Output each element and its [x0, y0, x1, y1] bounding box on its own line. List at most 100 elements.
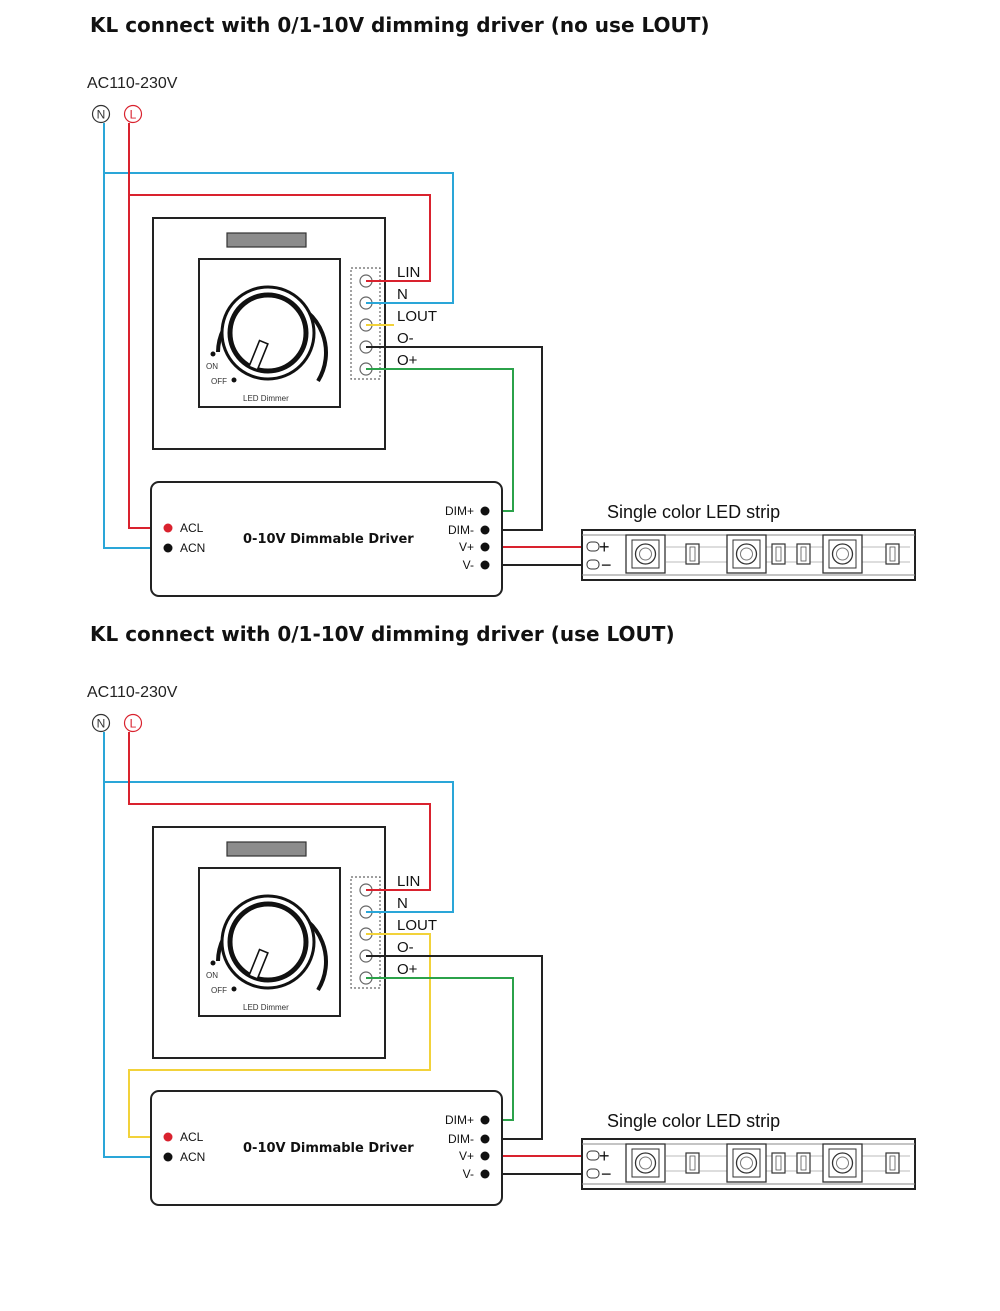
driver-box	[150, 481, 503, 597]
o-minus-wire	[366, 346, 543, 531]
live-symbol	[123, 104, 143, 124]
led-strip-label: Single color LED strip	[607, 1111, 780, 1131]
knob-pointer	[248, 948, 269, 980]
driver-acl-label: ACL	[180, 1130, 204, 1144]
dimmer-terminal-label: O+	[397, 352, 418, 369]
strip-resistor-body-0	[689, 1155, 696, 1171]
dimmer-off-label: OFF	[211, 377, 227, 386]
driver-output-label: V+	[459, 1149, 474, 1163]
lout-wire-acl	[128, 933, 431, 1138]
supply-label: AC110-230V	[87, 75, 178, 92]
wiring-diagram-1: KL connect with 0/1-10V dimming driver (…	[87, 13, 916, 597]
knob-icon	[227, 901, 309, 983]
strip-resistor-body-3	[889, 546, 896, 562]
dimmer-terminal-label: O+	[397, 961, 418, 978]
driver-output-terminal-0	[480, 1115, 490, 1125]
strip-resistor-body-2	[800, 546, 807, 562]
neutral-wire-dimmer	[104, 781, 454, 913]
led-strip-label: Single color LED strip	[607, 502, 780, 522]
strip-resistor-body-0	[689, 546, 696, 562]
driver-output-terminal-0	[480, 506, 490, 516]
dimmer-terminal-label: LIN	[397, 873, 420, 890]
strip-resistor-body-3	[889, 1155, 896, 1171]
live-symbol-label: L	[130, 717, 137, 731]
driver-acn-terminal	[163, 1152, 173, 1162]
driver-output-terminal-2	[480, 1151, 490, 1161]
driver-output-terminal-3	[480, 560, 490, 570]
knob-pointer	[248, 339, 269, 371]
neutral-symbol-label: N	[97, 108, 106, 122]
driver-acn-terminal	[163, 543, 173, 553]
supply-label: AC110-230V	[87, 684, 178, 701]
neutral-wire-acn	[103, 732, 168, 1158]
driver-output-label: DIM-	[448, 1132, 474, 1146]
neutral-symbol	[91, 713, 111, 733]
dimmer-terminal-label: O-	[397, 939, 414, 956]
dimmer-on-label: ON	[206, 362, 218, 371]
off-indicator-dot	[231, 986, 237, 992]
live-wire-lin	[128, 732, 431, 891]
driver-output-terminal-1	[480, 1134, 490, 1144]
knob-icon	[227, 292, 309, 374]
dimmer-terminal-label: LOUT	[397, 308, 437, 325]
dimmer-indicator-window	[226, 232, 307, 248]
led-die-1	[740, 1156, 753, 1170]
strip-plus-symbol: +	[599, 537, 610, 557]
strip-pad-plus	[586, 541, 600, 552]
driver-acn-label: ACN	[180, 1150, 205, 1164]
strip-plus-symbol: +	[599, 1146, 610, 1166]
o-minus-wire	[366, 955, 543, 1140]
off-indicator-dot	[231, 377, 237, 383]
strip-pad-minus	[586, 1168, 600, 1179]
neutral-symbol-label: N	[97, 717, 106, 731]
driver-output-terminal-3	[480, 1169, 490, 1179]
strip-resistor-body-2	[800, 1155, 807, 1171]
dimmer-terminal-label: LOUT	[397, 917, 437, 934]
driver-output-label: V+	[459, 540, 474, 554]
on-indicator-dot	[210, 351, 216, 357]
driver-box	[150, 1090, 503, 1206]
on-indicator-dot	[210, 960, 216, 966]
diagram-title: KL connect with 0/1-10V dimming driver (…	[90, 622, 675, 646]
driver-output-label: DIM+	[445, 504, 474, 518]
strip-resistor-body-1	[775, 546, 782, 562]
dimmer-terminal-label: O-	[397, 330, 414, 347]
dimmer-name: LED Dimmer	[243, 1003, 289, 1012]
dimmer-name: LED Dimmer	[243, 394, 289, 403]
neutral-wire-dimmer	[104, 172, 454, 304]
driver-name: 0-10V Dimmable Driver	[243, 1141, 414, 1156]
driver-name: 0-10V Dimmable Driver	[243, 532, 414, 547]
dimmer-terminal-label: LIN	[397, 264, 420, 281]
wiring-diagram-2: KL connect with 0/1-10V dimming driver (…	[87, 622, 916, 1206]
diagram-title: KL connect with 0/1-10V dimming driver (…	[90, 13, 710, 37]
dimmer-on-label: ON	[206, 971, 218, 980]
driver-output-label: V-	[463, 1167, 474, 1181]
driver-output-label: DIM-	[448, 523, 474, 537]
strip-resistor-body-1	[775, 1155, 782, 1171]
led-die-2	[836, 547, 849, 561]
driver-output-label: V-	[463, 558, 474, 572]
driver-output-terminal-1	[480, 525, 490, 535]
live-symbol-label: L	[130, 108, 137, 122]
driver-acl-terminal	[163, 1132, 173, 1142]
driver-acn-label: ACN	[180, 541, 205, 555]
driver-acl-label: ACL	[180, 521, 204, 535]
live-wire-lin	[128, 123, 431, 282]
dimmer-terminal-label: N	[397, 895, 408, 912]
dimmer-terminal-label: N	[397, 286, 408, 303]
led-die-1	[740, 547, 753, 561]
neutral-symbol	[91, 104, 111, 124]
strip-minus-symbol: −	[601, 555, 612, 575]
led-die-0	[639, 1156, 652, 1170]
driver-output-label: DIM+	[445, 1113, 474, 1127]
led-die-0	[639, 547, 652, 561]
dimmer-off-label: OFF	[211, 986, 227, 995]
strip-minus-symbol: −	[601, 1164, 612, 1184]
dimmer-indicator-window	[226, 841, 307, 857]
strip-pad-minus	[586, 559, 600, 570]
led-die-2	[836, 1156, 849, 1170]
strip-pad-plus	[586, 1150, 600, 1161]
driver-output-terminal-2	[480, 542, 490, 552]
live-symbol	[123, 713, 143, 733]
